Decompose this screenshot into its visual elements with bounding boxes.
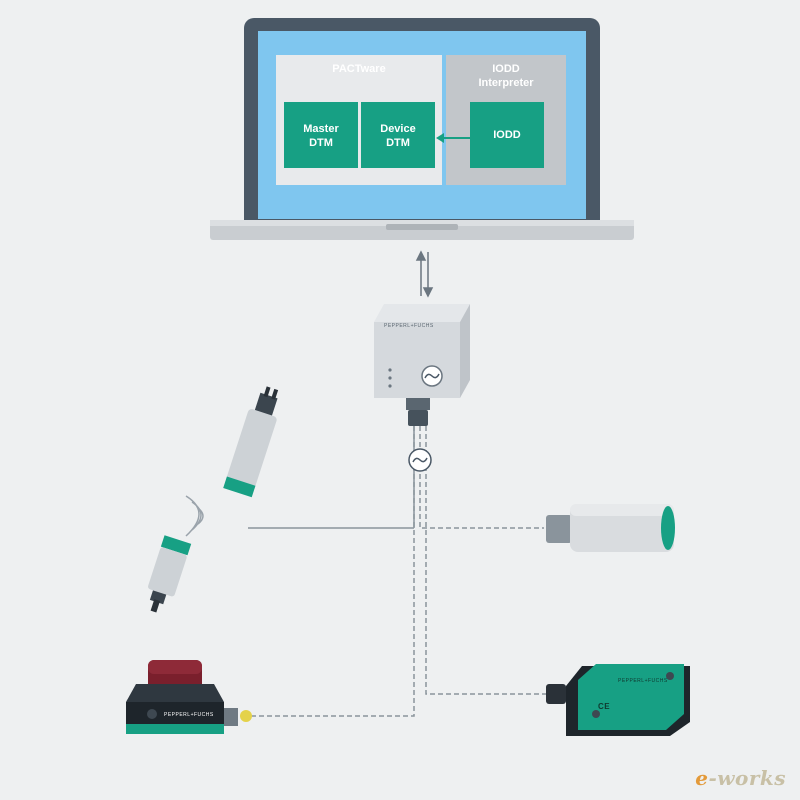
inductive-sensor: [546, 664, 690, 736]
wireless-waves-icon: [185, 495, 204, 537]
photoelectric-sensor: [126, 660, 252, 734]
ce-mark: CE: [598, 702, 611, 711]
iodd-to-dtm-arrowhead: [436, 133, 444, 143]
master-brand-label: PEPPERL+FUCHS: [384, 323, 434, 329]
device-dtm-box: [361, 102, 435, 168]
ultrasonic-sensor: [546, 504, 675, 552]
cable-ultrasonic: [419, 426, 544, 529]
eworks-watermark: e-works: [695, 766, 786, 790]
iodd-box: [470, 102, 544, 168]
laptop-hinge: [386, 224, 458, 230]
master-led-2: [388, 376, 392, 380]
device-dtm-label: Device DTM: [380, 123, 416, 149]
cable-retro: [252, 426, 415, 717]
wireless-connector: [148, 386, 279, 613]
watermark-e: e: [695, 766, 709, 790]
cables: [248, 426, 546, 717]
iolink-master: [374, 304, 470, 426]
master-led-3: [388, 384, 392, 388]
photoelectric-brand-label: PEPPERL+FUCHS: [618, 678, 668, 684]
master-led-1: [388, 368, 392, 372]
master-dtm-label: Master DTM: [303, 123, 339, 149]
pactware-title: PACTware: [332, 63, 386, 75]
sensor-brand-label: PEPPERL+FUCHS: [164, 712, 214, 718]
laptop-base-highlight: [210, 220, 634, 226]
cable-inductive: [425, 426, 546, 695]
iodd-label: IODD: [493, 129, 521, 141]
bidirectional-arrows: [415, 250, 434, 298]
watermark-rest: -works: [708, 766, 786, 790]
master-dtm-box: [284, 102, 358, 168]
iodd-interpreter-title: IODD Interpreter: [478, 63, 534, 89]
